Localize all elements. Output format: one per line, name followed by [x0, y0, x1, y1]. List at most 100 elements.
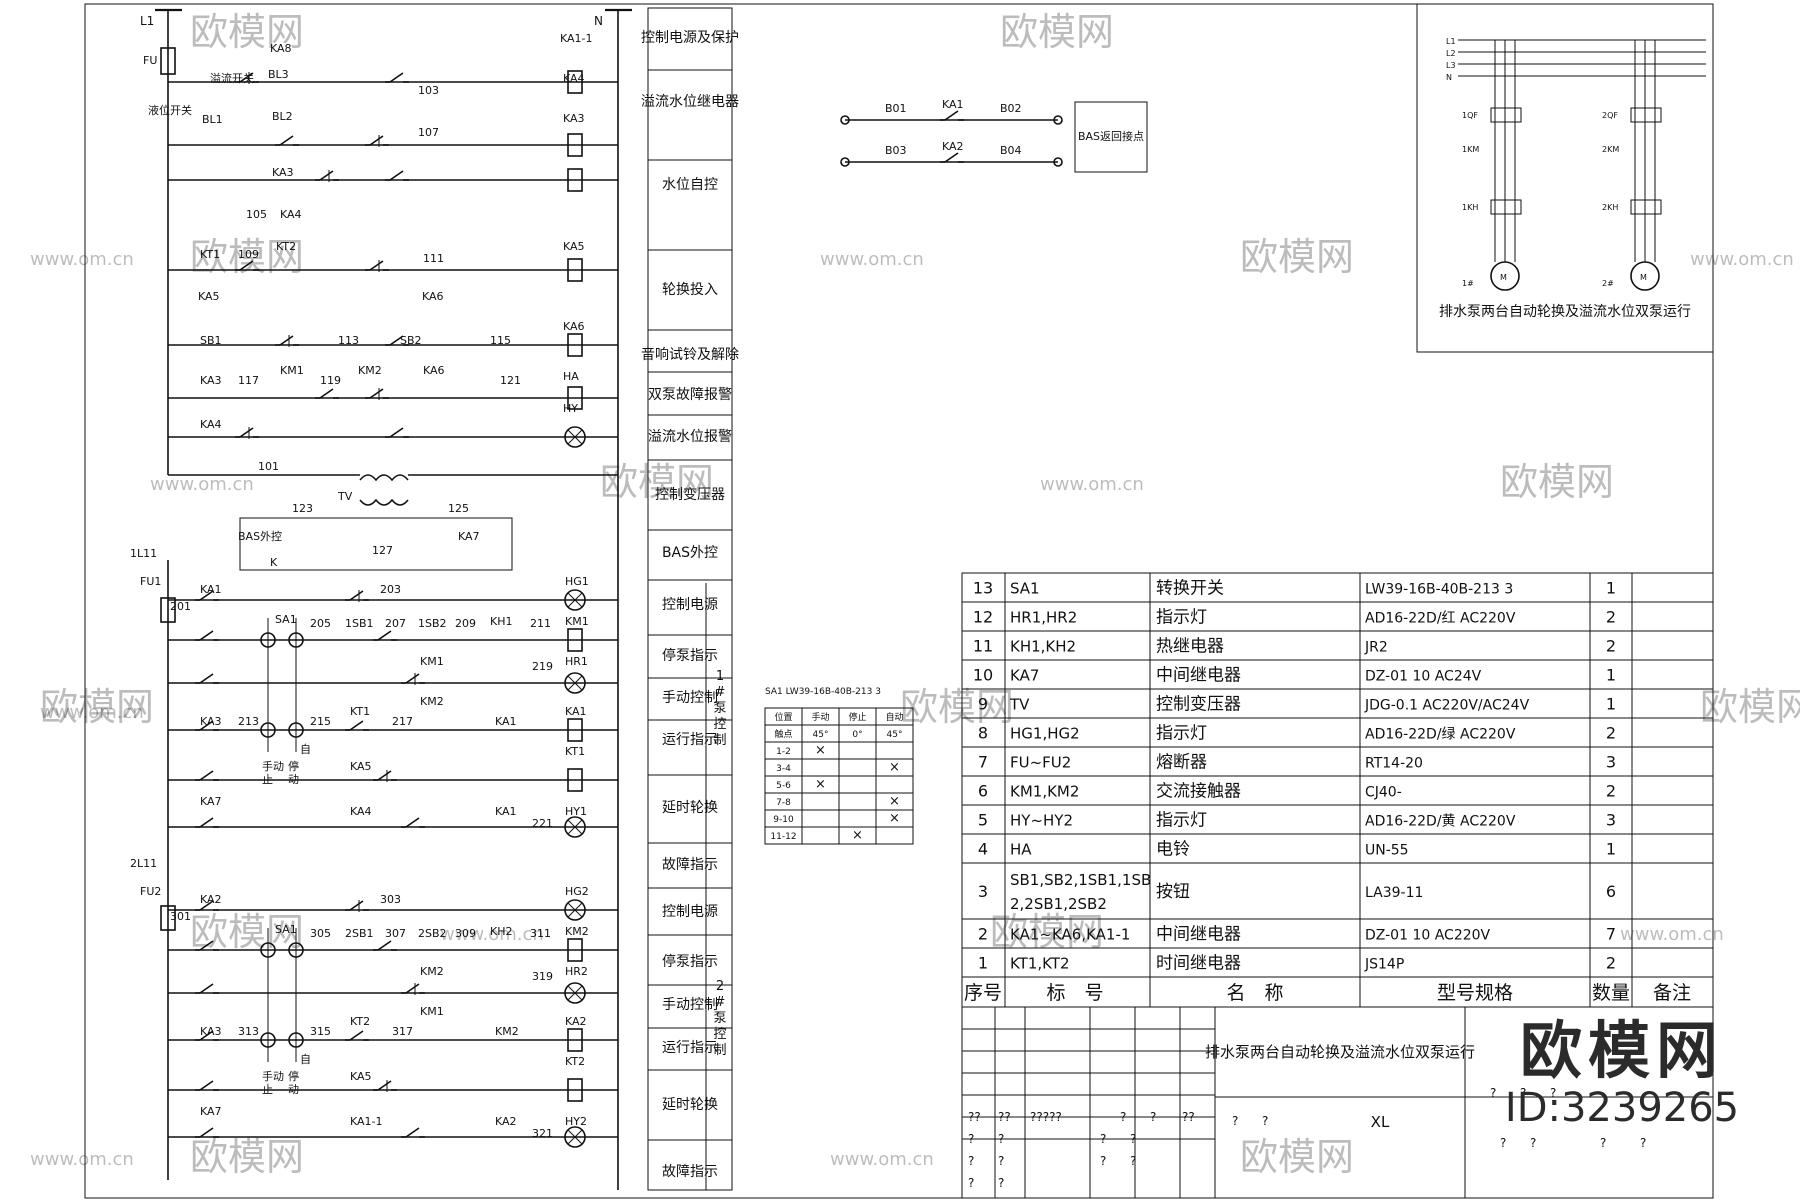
- top-circuit-label: HA: [563, 370, 579, 383]
- pump-circuit-label: KA1: [495, 715, 517, 728]
- watermark-text: 欧模网: [1240, 235, 1354, 279]
- pump-circuit-label: HY2: [565, 1115, 587, 1128]
- pump-circuit-label: HR2: [565, 965, 588, 978]
- relay-coil-symbol: [567, 70, 583, 94]
- section-label: 音响试铃及解除: [641, 346, 739, 363]
- top-circuit-label: KA6: [423, 364, 445, 377]
- wire: [567, 819, 583, 835]
- wire: [279, 335, 294, 346]
- title-block-placeholder: ?: [1520, 1086, 1526, 1100]
- pump-group-char: #: [715, 995, 726, 1010]
- lamp-symbol: [564, 982, 586, 1004]
- bus-label-n: N: [594, 14, 603, 28]
- bom-cell-no: 13: [973, 579, 993, 598]
- pump-circuit-label: HY1: [565, 805, 587, 818]
- logo-id-text: ID:3239265: [1504, 1085, 1740, 1131]
- wire: [319, 170, 334, 181]
- transformer-secondary: [359, 498, 409, 506]
- bom-cell-model: UN-55: [1365, 843, 1409, 859]
- bom-cell-name: 热继电器: [1156, 637, 1224, 657]
- bom-cell-no: 4: [978, 840, 988, 859]
- section-label-column: [647, 7, 733, 1191]
- bom-cell-qty: 7: [1606, 925, 1616, 944]
- top-circuit-label: KA4: [563, 72, 585, 85]
- bom-cell-no: 8: [978, 724, 988, 743]
- relay-coil-symbol: [567, 1078, 583, 1102]
- wire: [349, 590, 364, 601]
- wire: [279, 135, 294, 146]
- breaker-symbol: [1490, 107, 1522, 123]
- pump-circuit-label: 305: [310, 927, 331, 940]
- wire: [389, 335, 404, 346]
- top-circuit-label: 113: [338, 334, 359, 347]
- top-circuit-label: KT2: [276, 240, 296, 253]
- pump-circuit-label: SA1: [275, 923, 297, 936]
- bus-label-l1: L1: [140, 14, 154, 28]
- pump-circuit-label: KM1: [420, 655, 444, 668]
- brand-logo: 欧模网 ID:3239265: [1502, 1018, 1742, 1132]
- motor-diagram-label: 2KH: [1602, 203, 1618, 212]
- pump-circuit-label: 301: [170, 910, 191, 923]
- watermark-text: 欧模网: [190, 235, 304, 279]
- section-label: 双泵故障报警: [648, 387, 732, 403]
- watermark-text: 欧模网: [1700, 685, 1800, 729]
- motor-diagram-label: 2QF: [1602, 111, 1618, 120]
- wire: [567, 592, 583, 608]
- bom-cell-no: 3: [978, 882, 988, 901]
- watermark-text: 欧模网: [190, 1135, 304, 1179]
- pump-circuit-label: 手动: [262, 759, 284, 773]
- switch-table-contact: 9-10: [773, 815, 794, 825]
- bas-contact-label: KA1: [942, 98, 964, 111]
- title-block-placeholder: ???: [968, 1198, 987, 1200]
- bom-cell-model: JDG-0.1 AC220V/AC24V: [1364, 698, 1530, 714]
- switch-table-contact: 11-12: [770, 832, 796, 842]
- switch-table-header: 位置: [774, 711, 792, 723]
- watermark-text: 欧模网: [990, 910, 1104, 954]
- wire: [567, 1129, 583, 1145]
- pump-circuit-label: KA7: [200, 795, 222, 808]
- top-circuit-label: 119: [320, 374, 341, 387]
- bas-terminal-left: B01: [885, 102, 907, 115]
- fuse-fu2-symbol: [160, 905, 176, 931]
- pump-circuit-label: KA4: [350, 805, 372, 818]
- terminal-symbol: [840, 115, 850, 125]
- watermark-text: 欧模网: [900, 685, 1014, 729]
- top-circuit-label: TV: [337, 490, 353, 503]
- wire: [239, 260, 254, 271]
- wire: [377, 770, 392, 781]
- bom-cell-name: 指示灯: [1156, 724, 1207, 744]
- section-label: 停泵指示: [662, 953, 718, 970]
- pump-circuit-label: 321: [532, 1127, 553, 1140]
- bom-cell-qty: 2: [1606, 608, 1616, 627]
- title-block-placeholder: ?: [1262, 1114, 1268, 1128]
- top-circuit-label: KA3: [200, 374, 222, 387]
- title-block-placeholder: ?: [1232, 1114, 1238, 1128]
- pump-circuit-label: HG1: [565, 575, 589, 588]
- pump-group-char: 泵: [713, 1011, 726, 1026]
- title-block-placeholder: ??: [1182, 1110, 1195, 1124]
- bom-cell-model: DZ-01 10 AC220V: [1365, 928, 1491, 944]
- bom-header-cell: 数量: [1592, 982, 1630, 1004]
- wire: [567, 675, 583, 691]
- top-circuit-label: BL3: [268, 68, 289, 81]
- top-circuit-label: 115: [490, 334, 511, 347]
- pump-group-char: 控: [713, 717, 726, 732]
- section-label: 停泵指示: [662, 647, 718, 664]
- pump-circuit-label: 停: [288, 1069, 299, 1083]
- title-block-placeholder: ?: [998, 1132, 1004, 1146]
- switch-table-contact: 3-4: [776, 764, 791, 774]
- section-label: 故障指示: [662, 857, 718, 873]
- section-label: 手动控制: [662, 690, 718, 706]
- wire: [377, 940, 392, 951]
- pump-circuit-label: 2SB2: [418, 927, 447, 940]
- breaker-symbol: [1630, 107, 1662, 123]
- motor-diagram-label: N: [1446, 73, 1452, 82]
- pump-circuit-label: 221: [532, 817, 553, 830]
- bom-cell-name: 控制变压器: [1156, 695, 1241, 715]
- section-label: 延时轮换: [662, 1096, 718, 1113]
- pump-circuit-label: 2SB1: [345, 927, 374, 940]
- pump-circuit-label: 1SB1: [345, 617, 374, 630]
- title-block-frame: [961, 1006, 1714, 1199]
